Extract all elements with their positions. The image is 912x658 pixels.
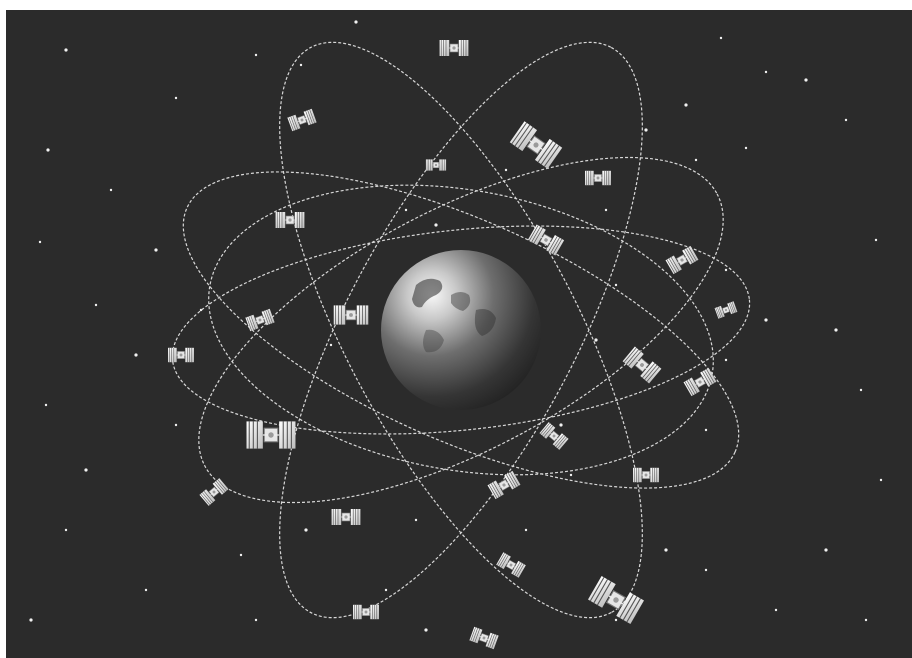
satellite-icon <box>469 627 498 649</box>
star <box>525 529 527 531</box>
star <box>46 148 49 151</box>
star <box>684 103 687 106</box>
star <box>300 64 302 66</box>
star <box>644 128 647 131</box>
star <box>615 284 617 286</box>
satellite-icon <box>715 301 738 318</box>
star <box>875 239 877 241</box>
star <box>804 78 807 81</box>
satellite-icon <box>496 552 526 577</box>
star <box>434 223 437 226</box>
star <box>255 619 257 621</box>
satellite-icon <box>334 305 369 324</box>
star <box>505 169 507 171</box>
star <box>84 468 87 471</box>
star <box>865 619 867 621</box>
satellite-icon <box>633 468 659 482</box>
star <box>764 318 767 321</box>
satellite-icon <box>426 159 446 170</box>
star <box>175 424 177 426</box>
star <box>880 479 882 481</box>
star <box>775 609 777 611</box>
star <box>725 269 727 271</box>
star <box>304 528 307 531</box>
star <box>64 48 67 51</box>
star <box>559 423 562 426</box>
satellite-icon <box>332 509 361 525</box>
star <box>110 189 112 191</box>
satellite-icon <box>245 309 274 331</box>
satellite-icon <box>353 605 379 619</box>
constellation-scene <box>6 10 912 658</box>
star <box>39 241 41 243</box>
star <box>240 554 242 556</box>
star <box>424 628 427 631</box>
star <box>664 548 667 551</box>
satellite-icon <box>276 212 305 228</box>
star <box>354 20 357 23</box>
star <box>255 54 257 56</box>
satellite-icon <box>199 478 228 506</box>
star <box>45 404 47 406</box>
star <box>145 589 147 591</box>
satellite-icon <box>247 421 296 448</box>
star <box>570 474 572 476</box>
star <box>385 589 387 591</box>
star <box>720 37 722 39</box>
satellite-icon <box>666 246 699 274</box>
star <box>725 359 727 361</box>
star <box>705 429 707 431</box>
star <box>65 529 67 531</box>
star <box>824 548 827 551</box>
satellite-icon <box>528 224 564 255</box>
star <box>605 209 607 211</box>
earth-globe <box>381 250 541 410</box>
star <box>745 147 747 149</box>
star <box>695 159 697 161</box>
star <box>845 119 847 121</box>
star <box>134 353 137 356</box>
star <box>154 248 157 251</box>
star <box>594 338 597 341</box>
star <box>765 71 767 73</box>
star <box>330 344 332 346</box>
satellite-constellation-illustration <box>6 10 912 658</box>
satellite-icon <box>440 40 469 56</box>
star <box>415 519 417 521</box>
satellite-icon <box>510 121 562 168</box>
satellite-icon <box>287 109 316 131</box>
star <box>860 389 862 391</box>
satellite-icon <box>539 422 568 450</box>
star <box>405 209 407 211</box>
star <box>95 304 97 306</box>
star <box>705 569 707 571</box>
star <box>615 619 617 621</box>
satellite-icon <box>585 171 611 185</box>
satellite-icon <box>168 348 194 362</box>
star <box>29 618 32 621</box>
satellite-icon <box>623 347 662 384</box>
star <box>834 328 837 331</box>
star <box>175 97 177 99</box>
